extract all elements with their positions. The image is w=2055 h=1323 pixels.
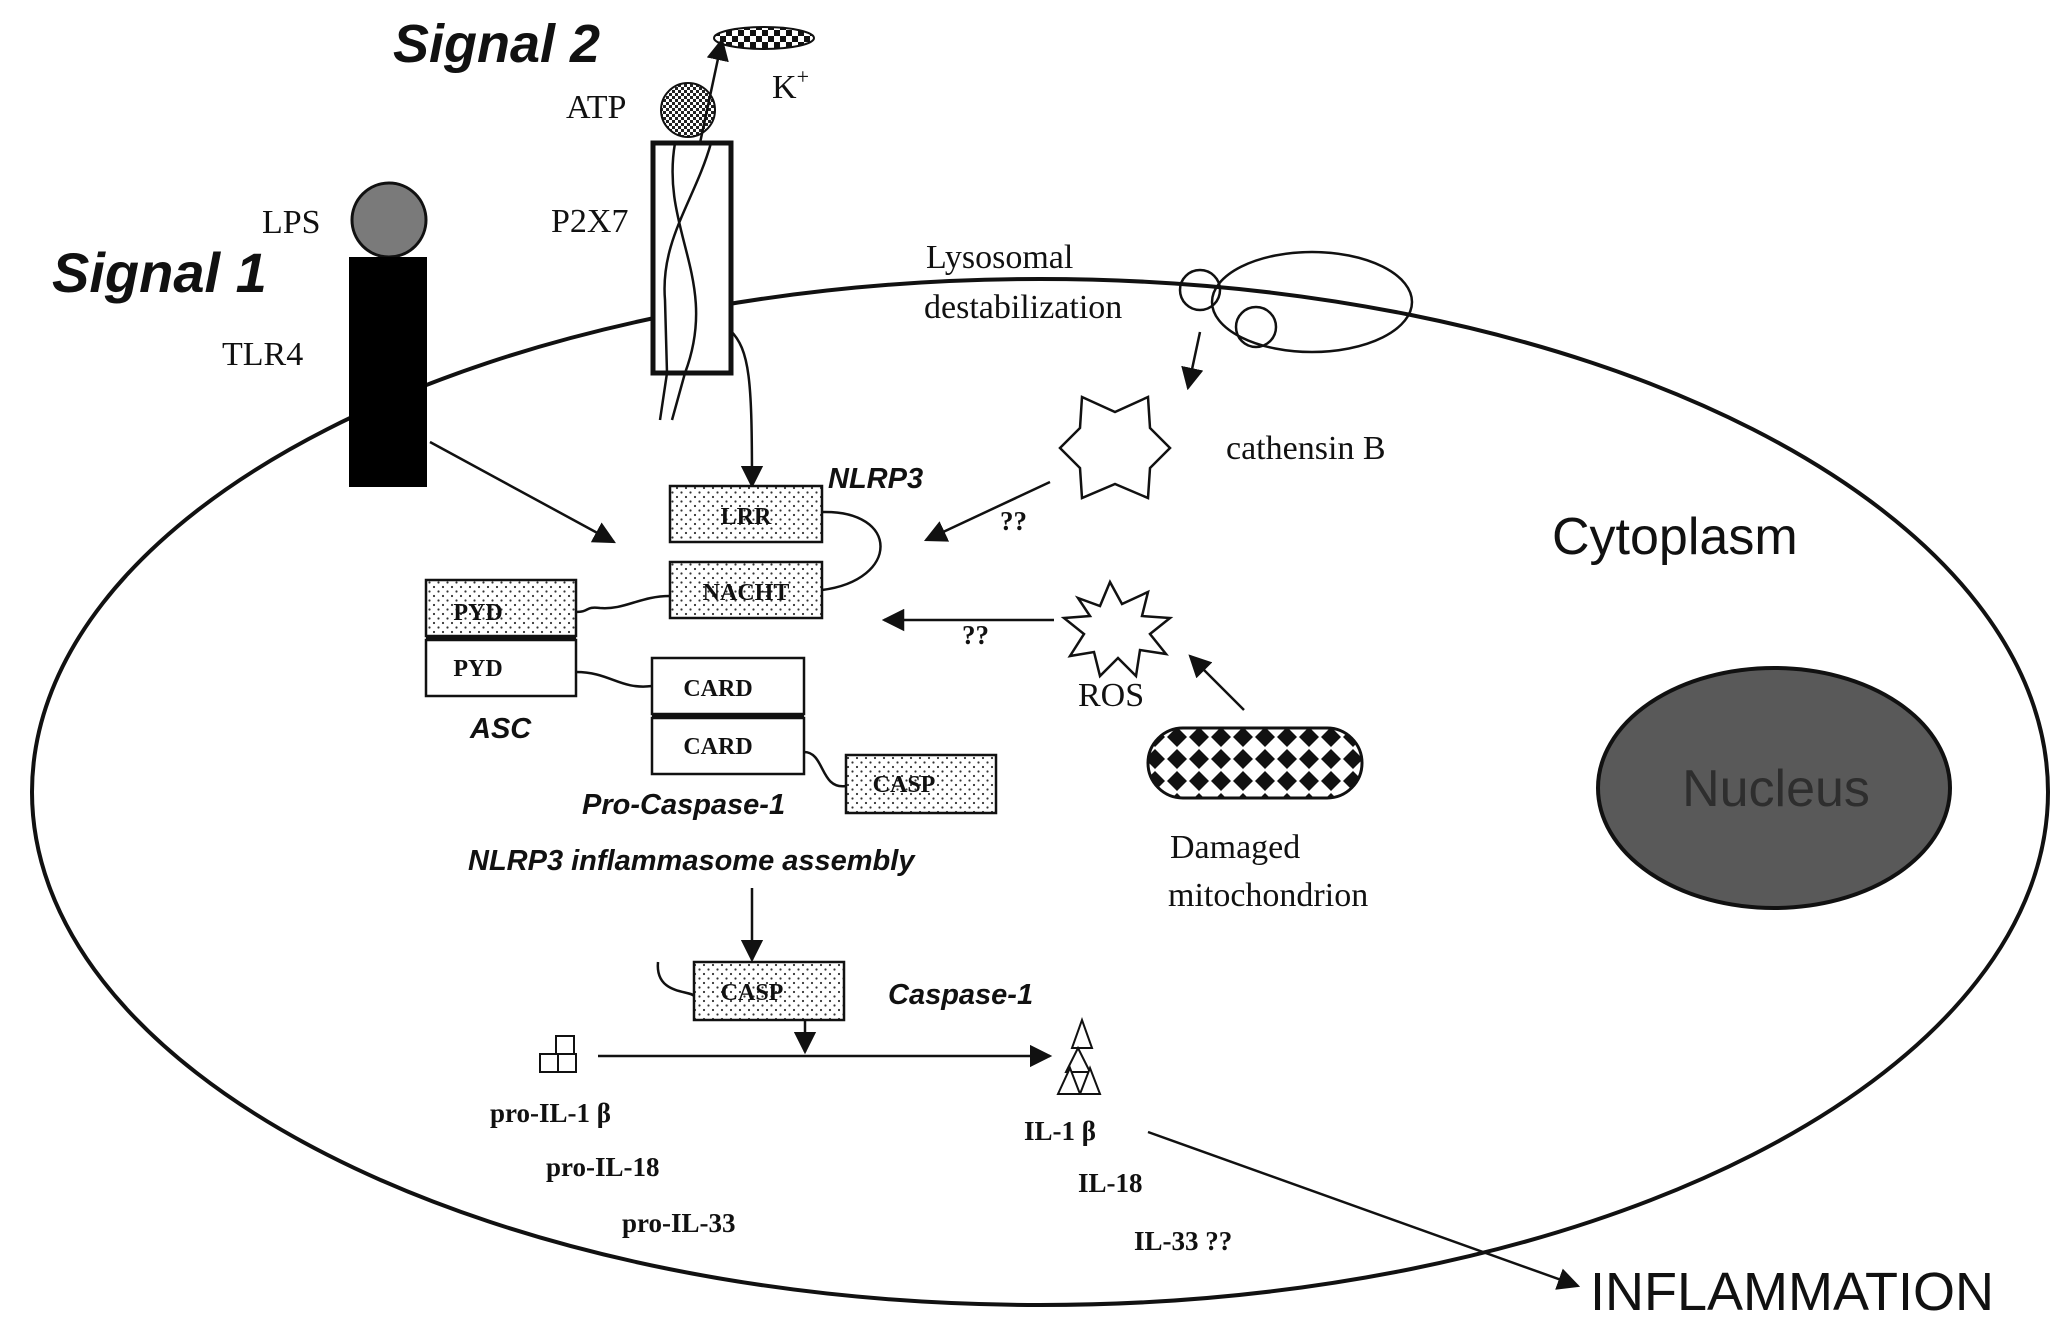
card2-domain: [650, 716, 806, 776]
potassium-efflux-icon: [713, 26, 815, 50]
k-plus-label: K+: [772, 64, 809, 106]
ros-question-marks: ??: [962, 620, 989, 650]
nucleus: [1596, 666, 1952, 910]
lysosomal-label-line1: Lysosomal: [926, 239, 1073, 276]
triangle-stack-icon: [1056, 1017, 1102, 1095]
damaged-label-line2: mitochondrion: [1168, 877, 1368, 914]
lysosome-to-cathepsin-arrow: [1181, 331, 1204, 391]
damaged-label-line1: Damaged: [1170, 829, 1300, 866]
casp-procaspase-domain: [844, 753, 998, 815]
cathepsin-question-marks: ??: [1000, 506, 1027, 536]
p2x7-to-nlrp3-arrow: [729, 329, 764, 489]
casp-procaspase-label: CASP: [873, 772, 936, 798]
assembly-label: NLRP3 inflammasome assembly: [468, 845, 916, 877]
lrr-domain: [668, 484, 824, 544]
nacht-pyd-linker: [575, 594, 671, 614]
k-plus-superscript: +: [797, 64, 809, 89]
card1-label: CARD: [683, 676, 752, 702]
mitochondrion-icon: [1146, 726, 1364, 800]
ros-burst-icon: [1060, 579, 1174, 679]
pro-il33-label: pro-IL-33: [622, 1208, 736, 1238]
pro-il1b-label: pro-IL-1 β: [490, 1098, 611, 1128]
cathensin-label: cathensin B: [1226, 430, 1386, 467]
potassium-efflux-arrow: [698, 37, 729, 144]
nacht-label: NACHT: [703, 580, 790, 606]
pyd-nlrp3-label: PYD: [453, 600, 502, 626]
tlr4-label: TLR4: [222, 336, 303, 373]
il33-label: IL-33 ??: [1134, 1226, 1232, 1256]
tlr4-to-nlrp3-arrow: [429, 440, 616, 544]
lps-label: LPS: [262, 204, 321, 241]
atp-label: ATP: [566, 89, 626, 126]
card2-label: CARD: [683, 734, 752, 760]
lrr-label: LRR: [721, 504, 772, 530]
pyd-nlrp3-domain: [424, 578, 578, 638]
stacked-squares-icon: [539, 1035, 577, 1073]
lps-ball-icon: [350, 181, 428, 259]
pyd-asc-label: PYD: [453, 656, 502, 682]
caspase-linker: [656, 961, 696, 998]
nacht-domain: [668, 560, 824, 620]
lysosomal-label-line2: destabilization: [924, 289, 1122, 326]
ros-label: ROS: [1078, 677, 1144, 714]
p2x7-strand-left: [670, 142, 698, 421]
p2x7-channel: [650, 140, 734, 376]
casp-active-domain: [692, 960, 846, 1022]
mito-to-ros-arrow: [1188, 654, 1245, 711]
asc-label: ASC: [469, 713, 532, 745]
signal1-label: Signal 1: [52, 241, 267, 304]
card-casp-linker: [803, 750, 847, 788]
p2x7-label: P2X7: [551, 203, 628, 240]
lrr-nacht-linker: [821, 510, 882, 592]
nlrp3-label: NLRP3: [828, 463, 923, 495]
il1b-label: IL-1 β: [1024, 1116, 1096, 1146]
caspase1-label: Caspase-1: [888, 979, 1033, 1011]
pro-caspase-label: Pro-Caspase-1: [582, 789, 785, 821]
lysosome-vesicle-1: [1178, 268, 1222, 312]
pro-il18-label: pro-IL-18: [546, 1152, 660, 1182]
cathepsin-to-nlrp3-arrow: [923, 480, 1051, 542]
signal2-label: Signal 2: [393, 14, 600, 74]
casp-active-label: CASP: [721, 980, 784, 1006]
il18-label: IL-18: [1078, 1168, 1143, 1198]
lysosome-outline: [1210, 250, 1414, 354]
atp-ball-icon: [660, 82, 716, 138]
cytoplasm-label: Cytoplasm: [1552, 508, 1798, 566]
p2x7-strand-right: [658, 142, 713, 421]
inflammation-label: INFLAMMATION: [1590, 1262, 1994, 1322]
pyd-asc-domain: [424, 638, 578, 698]
cell-membrane: [30, 277, 2050, 1307]
lysosome-vesicle-2: [1234, 305, 1278, 349]
inflammation-arrow: [1147, 1130, 1581, 1290]
card1-domain: [650, 656, 806, 716]
tlr4-receptor: [349, 257, 427, 487]
cathepsin-star-icon: [1058, 395, 1172, 500]
nucleus-label: Nucleus: [1682, 760, 1870, 818]
pyd-card-linker: [575, 670, 653, 688]
